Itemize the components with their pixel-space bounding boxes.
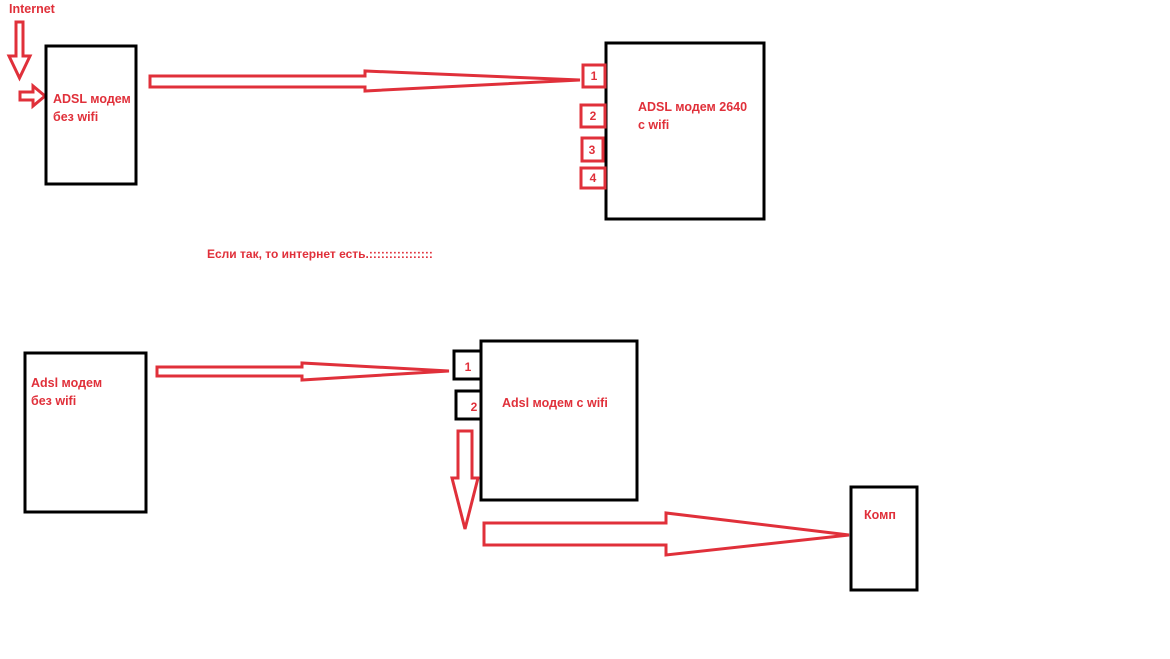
port-box-2 [579, 103, 607, 129]
modem-c-label: Adsl модем без wifi [31, 374, 102, 410]
modem-a-box [44, 44, 138, 186]
cable-arrow-bottom [155, 361, 450, 382]
modem-c-label-line1: Adsl модем [31, 376, 103, 390]
computer-label: Комп [864, 508, 896, 522]
port-label-b1: 1 [464, 360, 472, 374]
modem-d-box [479, 339, 639, 502]
modem-b-box [604, 41, 766, 221]
modem-a-label-line1: ADSL модем [53, 92, 131, 106]
cable-arrow-to-computer [482, 511, 850, 557]
caption-text: Если так, то интернет есть.:::::::::::::… [207, 247, 433, 261]
modem-b-label: ADSL модем 2640 с wifi [638, 98, 747, 134]
modem-c-label-line2: без wifi [31, 394, 77, 408]
internet-down-arrow [6, 20, 33, 82]
cable-arrow-top [148, 69, 581, 93]
port-label-2: 2 [589, 109, 597, 123]
port-label-3: 3 [588, 143, 596, 157]
port-label-b2: 2 [470, 400, 478, 414]
modem-a-label-line2: без wifi [53, 110, 99, 124]
down-arrow-port2 [450, 429, 480, 530]
port-box-b1 [452, 349, 483, 381]
port-box-1 [581, 63, 607, 89]
port-box-3 [580, 136, 605, 163]
modem-b-label-line2: с wifi [638, 118, 670, 132]
modem-c-box [23, 351, 148, 514]
modem-a-label: ADSL модем без wifi [53, 90, 131, 126]
port-box-4 [579, 166, 607, 190]
modem-d-label: Adsl модем с wifi [502, 396, 608, 410]
port-label-4: 4 [589, 171, 597, 185]
port-label-1: 1 [590, 69, 598, 83]
modem-b-label-line1: ADSL модем 2640 [638, 100, 748, 114]
internet-label: Internet [9, 2, 55, 16]
internet-right-arrow [18, 82, 48, 110]
port-box-b2 [454, 389, 483, 421]
computer-box [849, 485, 919, 592]
